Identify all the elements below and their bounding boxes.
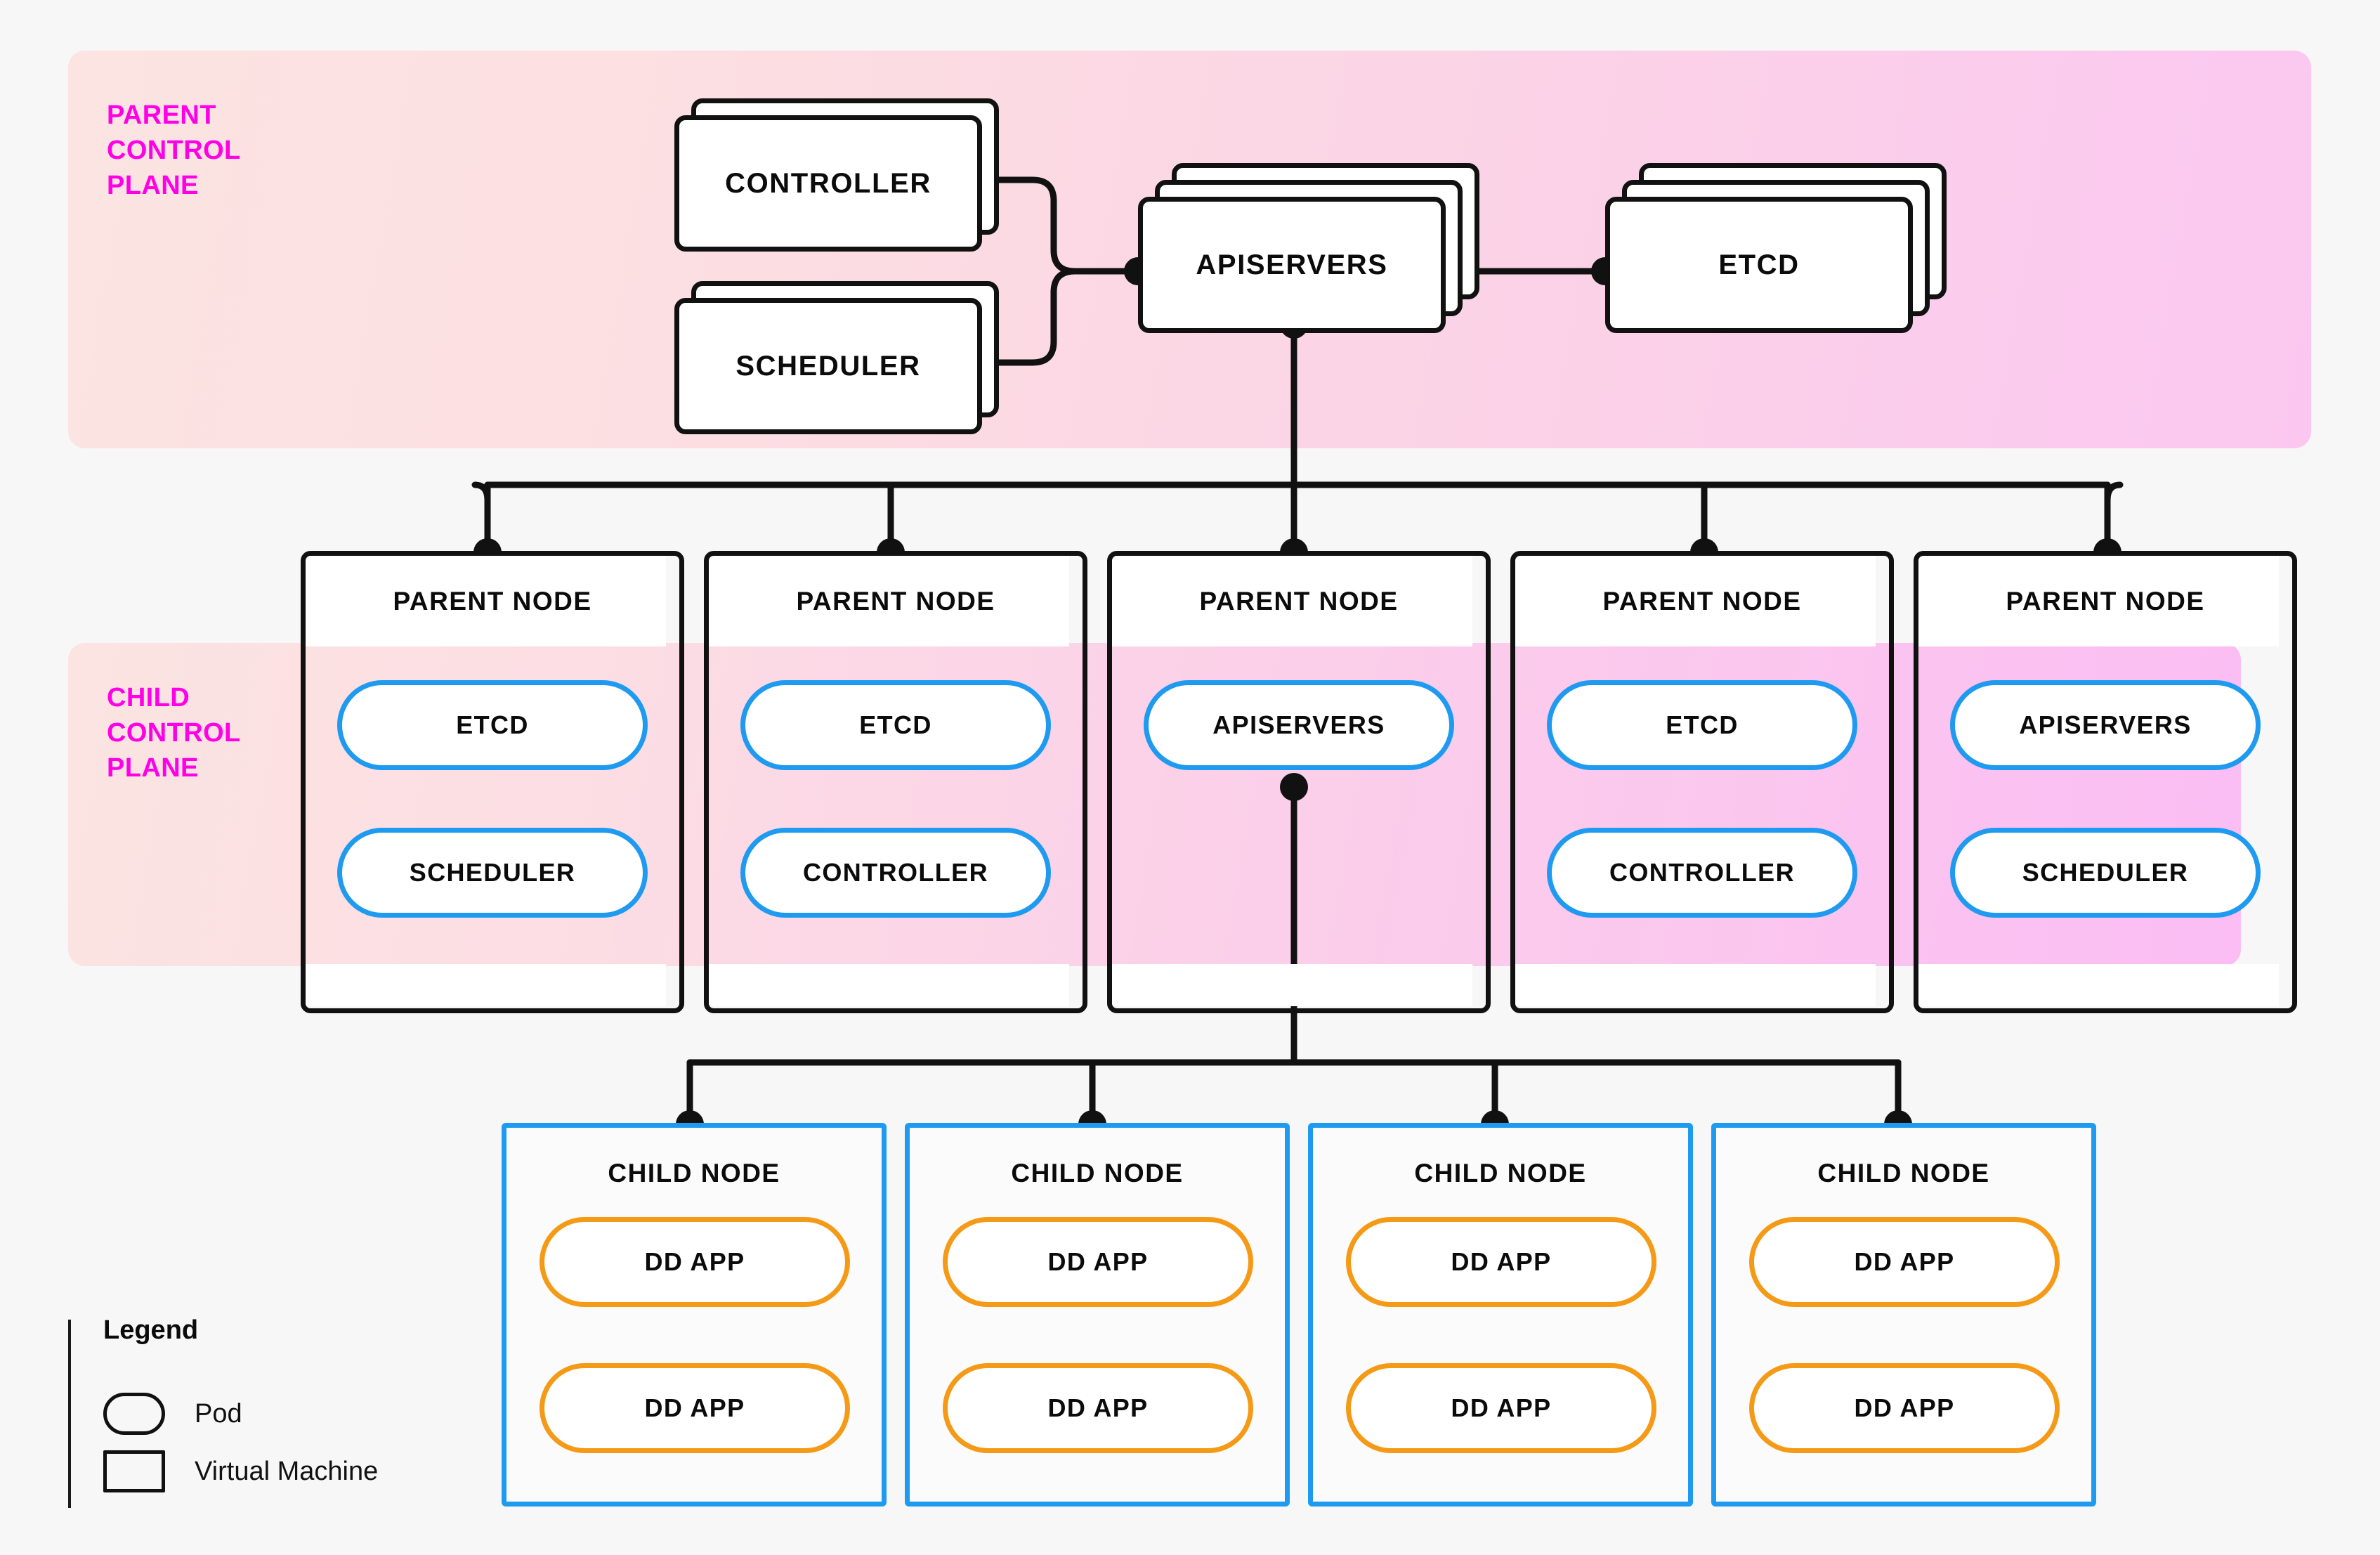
pod-label: APISERVERS — [1212, 710, 1385, 739]
pod-child-3-ddapp-2[interactable]: DD APP — [1346, 1363, 1656, 1453]
pod-child-4-ddapp-2[interactable]: DD APP — [1749, 1363, 2060, 1453]
node-footer-fill — [302, 964, 666, 1006]
child-node-4-title: CHILD NODE — [1817, 1159, 1990, 1188]
vm-face: ETCD — [1605, 197, 1913, 333]
node-footer-fill — [1512, 964, 1876, 1006]
pod-child-2-ddapp-2[interactable]: DD APP — [943, 1363, 1253, 1453]
pod-label: ETCD — [859, 710, 932, 739]
pod-label: CONTROLLER — [1609, 858, 1795, 887]
pod-label: APISERVERS — [2019, 710, 2192, 739]
pod-label: DD APP — [644, 1247, 745, 1276]
vm-face: CONTROLLER — [674, 115, 982, 252]
pod-parent-1-scheduler[interactable]: SCHEDULER — [337, 828, 648, 918]
pod-label: DD APP — [1451, 1393, 1552, 1422]
parent-node-5[interactable]: PARENT NODE — [1914, 551, 2297, 1013]
parent-node-3[interactable]: PARENT NODE — [1107, 551, 1491, 1013]
pod-parent-2-etcd[interactable]: ETCD — [740, 680, 1051, 770]
pod-label: CONTROLLER — [803, 858, 988, 887]
parent-node-5-title: PARENT NODE — [2006, 587, 2205, 616]
pod-parent-3-apiservers[interactable]: APISERVERS — [1144, 680, 1454, 770]
pod-child-2-ddapp-1[interactable]: DD APP — [943, 1217, 1253, 1307]
pod-child-1-ddapp-2[interactable]: DD APP — [540, 1363, 850, 1453]
pod-parent-4-controller[interactable]: CONTROLLER — [1547, 828, 1857, 918]
node-header-fill — [1109, 555, 1472, 646]
pod-label: DD APP — [1047, 1393, 1149, 1422]
legend-item-virtual-machine: Virtual Machine — [103, 1450, 378, 1492]
pod-label: DD APP — [1854, 1393, 1955, 1422]
child-node-3-title: CHILD NODE — [1414, 1159, 1587, 1188]
legend-item-pod: Pod — [103, 1393, 242, 1435]
parent-node-1-title: PARENT NODE — [393, 587, 592, 616]
pod-parent-5-apiservers[interactable]: APISERVERS — [1950, 680, 2261, 770]
vm-controller[interactable]: CONTROLLER — [674, 98, 1012, 252]
child-control-plane-label: CHILD CONTROL PLANE — [107, 683, 241, 783]
parent-node-1[interactable]: PARENT NODE — [301, 551, 684, 1013]
parent-node-4[interactable]: PARENT NODE — [1510, 551, 1894, 1013]
pod-child-3-ddapp-1[interactable]: DD APP — [1346, 1217, 1656, 1307]
node-footer-fill — [705, 964, 1069, 1006]
pod-label: DD APP — [1047, 1247, 1149, 1276]
pod-parent-4-etcd[interactable]: ETCD — [1547, 680, 1857, 770]
node-header-fill — [302, 555, 666, 646]
parent-node-2[interactable]: PARENT NODE — [704, 551, 1087, 1013]
node-header-fill — [705, 555, 1069, 646]
node-footer-fill — [1109, 964, 1472, 1006]
child-node-2-title: CHILD NODE — [1011, 1159, 1184, 1188]
pod-child-1-ddapp-1[interactable]: DD APP — [540, 1217, 850, 1307]
node-header-fill — [1512, 555, 1876, 646]
parent-node-2-title: PARENT NODE — [796, 587, 995, 616]
parent-node-3-title: PARENT NODE — [1199, 587, 1399, 616]
pod-label: ETCD — [1666, 710, 1739, 739]
pod-shape-icon — [103, 1393, 165, 1435]
pod-label: SCHEDULER — [409, 858, 576, 887]
node-header-fill — [1915, 555, 2279, 646]
vm-scheduler-label: SCHEDULER — [735, 350, 921, 382]
legend: Legend Pod Virtual Machine — [68, 1315, 433, 1512]
pod-label: DD APP — [644, 1393, 745, 1422]
parent-control-plane-label: PARENT CONTROL PLANE — [107, 100, 241, 201]
pod-label: DD APP — [1854, 1247, 1955, 1276]
pod-parent-2-controller[interactable]: CONTROLLER — [740, 828, 1051, 918]
vm-etcd-label: ETCD — [1718, 249, 1800, 280]
child-node-1-title: CHILD NODE — [608, 1159, 780, 1188]
vm-etcd[interactable]: ETCD — [1605, 163, 1956, 333]
pod-label: SCHEDULER — [2022, 858, 2189, 887]
vm-apiservers[interactable]: APISERVERS — [1138, 163, 1489, 333]
pod-child-4-ddapp-1[interactable]: DD APP — [1749, 1217, 2060, 1307]
pod-parent-1-etcd[interactable]: ETCD — [337, 680, 648, 770]
pod-label: DD APP — [1451, 1247, 1552, 1276]
virtual-machine-shape-icon — [103, 1450, 165, 1492]
vm-face: SCHEDULER — [674, 298, 982, 434]
legend-item-pod-label: Pod — [195, 1398, 242, 1429]
legend-title: Legend — [103, 1315, 199, 1345]
legend-divider — [68, 1320, 71, 1508]
legend-item-vm-label: Virtual Machine — [195, 1456, 379, 1486]
node-footer-fill — [1915, 964, 2279, 1006]
vm-scheduler[interactable]: SCHEDULER — [674, 281, 1012, 434]
vm-face: APISERVERS — [1138, 197, 1446, 333]
parent-node-4-title: PARENT NODE — [1602, 587, 1802, 616]
pod-label: ETCD — [456, 710, 529, 739]
pod-parent-5-scheduler[interactable]: SCHEDULER — [1950, 828, 2261, 918]
vm-apiservers-label: APISERVERS — [1196, 249, 1388, 280]
vm-controller-label: CONTROLLER — [725, 167, 931, 199]
